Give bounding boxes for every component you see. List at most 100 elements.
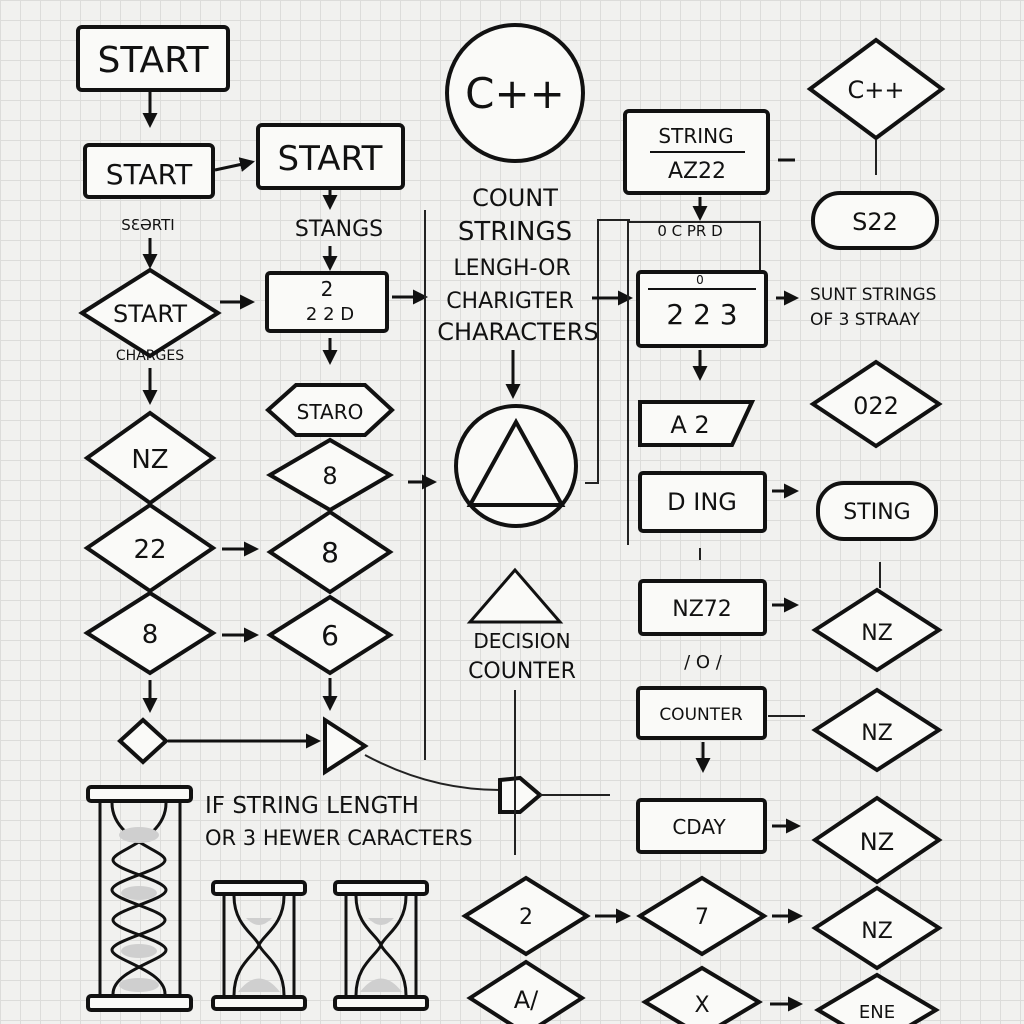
col4-diamond-nz3-text: NZ [860, 828, 894, 856]
col4-diamond-nz4: NZ [811, 885, 943, 971]
bottom-diamond-2: 7 [636, 875, 768, 957]
hourglass-small-2-icon [333, 880, 429, 1011]
connector-center-to-col3 [585, 219, 630, 484]
hourglass-tall-icon [86, 785, 193, 1012]
cpp-circle-text: C++ [465, 69, 565, 118]
col3-box-counter-text: COUNTER [659, 705, 743, 725]
col1-start-diamond-text: START [113, 300, 187, 328]
col4-end-text: ENE [859, 1002, 895, 1023]
col1-start-mid-text: START [106, 158, 193, 191]
col4-diamond-022-text: 022 [853, 392, 899, 420]
col3-string-line2: AZ22 [668, 159, 726, 184]
center-title-line1: COUNT [472, 184, 558, 212]
col3-string-box: STRING AZ22 [623, 109, 770, 195]
col3-mark-below: / O / [684, 652, 723, 673]
center-title-line2: STRINGS [458, 217, 572, 247]
note-line2: OR 3 HEWER CARACTERS [205, 826, 473, 850]
col3-box-az2: A 2 [638, 400, 756, 447]
col2-diamond-2: 8 [266, 509, 394, 595]
col2-start-node: START [256, 123, 405, 190]
col3-bracket [627, 221, 761, 545]
col3-bracket-label: 0 C PR D [657, 222, 722, 240]
col2-start-text: START [278, 139, 383, 179]
col4-side-label-line1: SUNT STRINGS [810, 285, 936, 305]
center-title: COUNT STRINGS LENGH-OR CHARIGTER CHARACT… [437, 184, 598, 346]
col3-box-az2-text: A 2 [670, 411, 709, 439]
triangle-icon [466, 417, 566, 507]
col1-diamond-1-text: NZ [131, 445, 168, 475]
col2-box-line1: 2 [321, 277, 334, 301]
decision-line2: COUNTER [468, 659, 576, 684]
col2-diamond-2-text: 8 [321, 536, 339, 569]
col2-box-node: 2 2 2 D [265, 271, 389, 333]
decision-line1: DECISION [473, 629, 570, 653]
col4-diamond-nz1-text: NZ [861, 621, 893, 646]
col2-staro-text: STARO [297, 400, 364, 424]
col2-box-line2: 2 2 D [306, 304, 354, 325]
col1-small-label: SƐƏRTI [121, 216, 174, 234]
col4-diamond-nz3: NZ [811, 795, 943, 885]
connector-triangle-to-pentagon [364, 754, 501, 791]
col3-box-223-text: 2 2 3 [666, 298, 737, 331]
col4-string-pill: STING [816, 481, 938, 541]
col1-start-top-text: START [97, 40, 209, 81]
col3-box-ding-text: D ING [667, 488, 737, 516]
col2-stangs-label: STANGS [295, 217, 383, 242]
col1-charges-label: CHARGES [116, 348, 184, 364]
col4-s22-text: S22 [852, 208, 898, 236]
col4-s22-pill: S22 [811, 191, 939, 250]
col4-diamond-nz4-text: NZ [861, 919, 893, 944]
col4-cpp-diamond: C++ [806, 37, 946, 141]
col2-diamond-1-text: 8 [322, 462, 337, 490]
arrow-col1-to-col2-start [214, 157, 255, 172]
col4-string-pill-text: STING [843, 500, 910, 525]
decision-triangle [466, 567, 564, 624]
col2-staro-node: STARO [264, 383, 395, 437]
col1-diamond-3-text: 8 [142, 620, 159, 650]
center-title-line3: LENGH-OR [453, 256, 570, 281]
col3-box-cday-text: CDAY [672, 815, 726, 839]
bottom-diamond-1: 2 [461, 875, 591, 957]
bottom-diamond-4-text: X [694, 993, 709, 1018]
bottom-diamond-2-text: 7 [695, 905, 709, 930]
decision-triangle-icon [466, 567, 564, 624]
col3-box-ding: D ING [638, 471, 767, 533]
col3-box-counter: COUNTER [636, 686, 767, 740]
col4-side-label-line2: OF 3 STRAAY [810, 310, 920, 330]
col1-diamond-3: 8 [83, 590, 217, 676]
pentagon-connector [498, 775, 544, 814]
col2-play-triangle [323, 716, 369, 776]
bottom-diamond-4: X [641, 965, 763, 1024]
col1-diamond-2: 22 [83, 502, 217, 594]
center-title-line4: CHARIGTER [446, 289, 574, 314]
col3-box-cday: CDAY [636, 798, 767, 854]
col3-box-223-top: 0 [696, 273, 704, 287]
col4-cpp-text: C++ [848, 76, 905, 104]
center-triangle-circle [454, 404, 578, 528]
col4-diamond-nz2-text: NZ [861, 721, 893, 746]
col4-diamond-022: 022 [809, 359, 943, 449]
col4-diamond-nz2: NZ [811, 687, 943, 773]
bottom-diamond-3-text: A/ [514, 986, 539, 1014]
cpp-circle-node: C++ [445, 23, 585, 163]
col1-diamond-1: NZ [83, 410, 217, 506]
col3-box-nz72-text: NZ72 [672, 597, 732, 622]
col2-diamond-3-text: 6 [321, 619, 339, 652]
col4-diamond-nz1: NZ [811, 587, 943, 673]
center-title-line5: CHARACTERS [437, 318, 598, 346]
bottom-diamond-1-text: 2 [519, 905, 533, 930]
col1-small-diamond [117, 717, 169, 765]
col1-start-top-node: START [76, 25, 230, 92]
col1-diamond-2-text: 22 [133, 535, 166, 565]
hourglass-small-1-icon [211, 880, 307, 1011]
col2-diamond-3: 6 [266, 594, 394, 676]
note-line1: IF STRING LENGTH [205, 793, 419, 819]
col3-box-nz72: NZ72 [638, 579, 767, 636]
col1-start-mid-node: START [83, 143, 215, 199]
col4-end-node: ENE [814, 972, 940, 1024]
bottom-diamond-3: A/ [466, 959, 586, 1024]
col3-string-line1: STRING [658, 124, 733, 148]
col1-start-diamond-node: START [78, 267, 222, 359]
col3-box-223: 0 2 2 3 [636, 270, 768, 348]
